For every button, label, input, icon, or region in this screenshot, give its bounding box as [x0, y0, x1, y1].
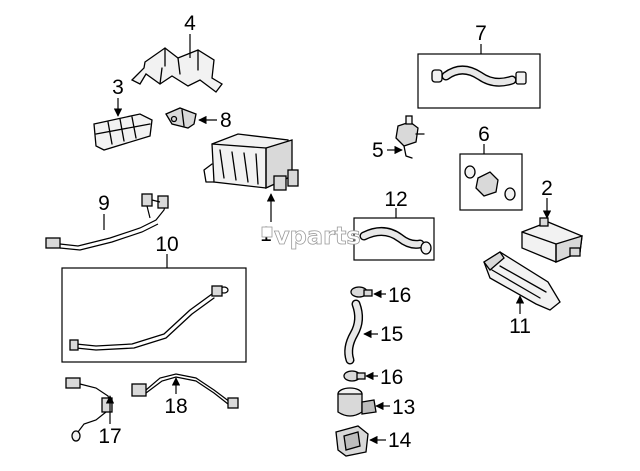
callout-9: 9: [98, 192, 110, 215]
callout-4: 4: [184, 12, 196, 35]
watermark-text: vparts: [274, 222, 361, 250]
callout-16a: 16: [388, 284, 411, 307]
part-9-harness[interactable]: [45, 193, 169, 251]
part-4-bracket[interactable]: [130, 47, 223, 93]
callout-7: 7: [475, 22, 487, 45]
callout-8: 8: [220, 109, 232, 132]
part-12-hose[interactable]: [359, 227, 432, 255]
part-6-box: [459, 153, 523, 211]
callout-3: 3: [112, 76, 124, 99]
callout-5: 5: [372, 139, 384, 162]
callout-10: 10: [155, 233, 178, 256]
part-2-module[interactable]: [521, 217, 583, 263]
callout-13: 13: [392, 396, 415, 419]
part-8-bracket[interactable]: [165, 107, 197, 129]
callout-12: 12: [384, 188, 407, 211]
callout-2: 2: [541, 177, 553, 200]
callout-16b: 16: [380, 366, 403, 389]
part-7-hose[interactable]: [431, 65, 527, 87]
callout-6: 6: [478, 123, 490, 146]
part-3-shield[interactable]: [93, 113, 153, 151]
part-1-canister[interactable]: [203, 133, 299, 191]
callout-11: 11: [509, 315, 531, 338]
callout-15: 15: [380, 323, 403, 346]
part-10-tube[interactable]: [69, 285, 229, 351]
callout-18: 18: [164, 395, 187, 418]
part-13-pump[interactable]: [337, 387, 377, 417]
part-16-clamp-lower[interactable]: [343, 370, 366, 382]
part-12-box: [353, 217, 435, 261]
part-14-cup[interactable]: [335, 425, 369, 457]
part-6-fittings[interactable]: [464, 165, 516, 201]
watermark-logo: vparts: [261, 222, 361, 250]
part-16-clamp-upper[interactable]: [350, 286, 373, 298]
part-7-box: [417, 53, 541, 109]
callout-14: 14: [388, 429, 412, 452]
part-15-hose[interactable]: [344, 299, 364, 365]
part-5-valve[interactable]: [395, 115, 425, 159]
part-10-box: [61, 267, 247, 363]
callout-17: 17: [98, 425, 121, 448]
part-18-harness[interactable]: [131, 373, 239, 409]
part-11-filter[interactable]: [483, 251, 561, 311]
